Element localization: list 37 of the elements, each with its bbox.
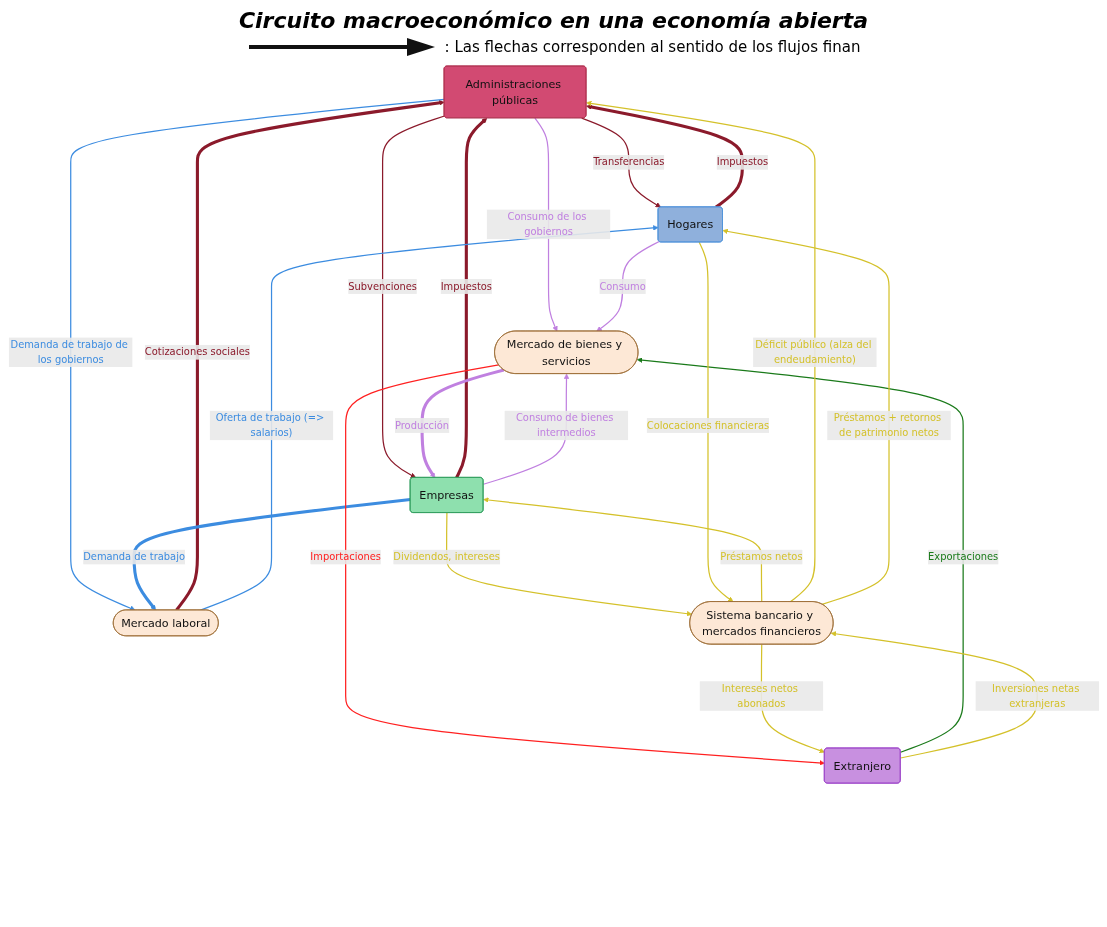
edge-label: Consumo de bienes intermedios <box>515 411 613 439</box>
arrow <box>585 104 744 209</box>
diagram-title: Circuito macroeconómico en una economía abierta <box>237 8 870 33</box>
edge-label: Impuestos <box>716 156 768 168</box>
edge-label: Demanda de trabajo de los gobiernos <box>10 338 128 366</box>
edge-label: Intereses netos abonados <box>721 682 798 710</box>
edge-label: Dividendos, intereses <box>392 550 500 563</box>
arrow <box>445 512 692 617</box>
edge-label: Consumo <box>598 280 646 293</box>
edge-label: Cotizaciones sociales <box>144 346 250 358</box>
edge-label: Colocaciones financieras <box>646 419 769 432</box>
arrow <box>420 368 504 478</box>
edge-label: Préstamos netos <box>719 550 803 563</box>
arrow <box>585 100 815 603</box>
arrow <box>482 497 762 603</box>
arrow <box>69 98 445 611</box>
edge-label: Consumo de los gobiernos <box>507 210 586 238</box>
arrow <box>381 115 445 478</box>
edge-label: Importaciones <box>309 550 381 563</box>
edge-label: Transferencias <box>592 156 664 168</box>
edge-label: Subvenciones <box>347 280 417 293</box>
edge-label: Impuestos <box>440 280 492 293</box>
edge-label: Préstamos + retornos de patrimonio netos <box>833 411 941 439</box>
arrow <box>830 631 1038 759</box>
arrow <box>454 117 487 479</box>
edge-label: Oferta de trabajo (=> salarios) <box>215 411 324 439</box>
arrow <box>595 240 660 332</box>
edge-label: Déficit público (alza del endeudamiento) <box>754 338 871 366</box>
arrow <box>580 117 661 208</box>
edge-label: Exportaciones <box>927 550 998 563</box>
edge-label: Demanda de trabajo <box>82 550 185 563</box>
legend-text: : Las flechas corresponden al sentido de los flujos finan <box>444 38 861 56</box>
edge-label: Producción <box>394 419 449 432</box>
arrow <box>698 241 733 603</box>
arrow <box>132 497 411 611</box>
arrow <box>722 228 890 605</box>
edge-label: Inversiones netas extranjeras <box>991 682 1079 710</box>
